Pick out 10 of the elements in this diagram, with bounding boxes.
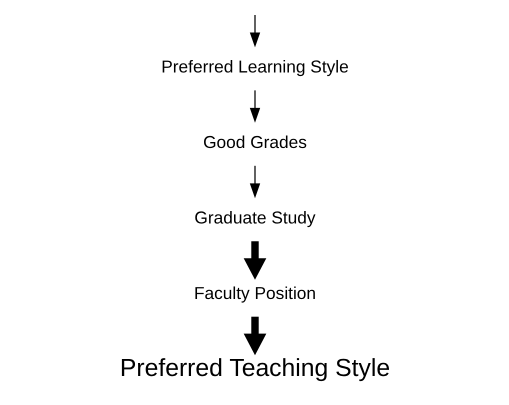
node-text: Graduate Study [194,206,316,227]
arrow [249,165,260,198]
arrow [243,316,266,355]
node-text: Good Grades [202,132,306,152]
node-text: Preferred Learning Style [160,56,348,76]
arrow [249,90,260,122]
arrow [249,14,260,47]
arrow [243,240,266,280]
node-text: Preferred Teaching Style [119,354,390,382]
node-text: Faculty Position [193,282,316,302]
